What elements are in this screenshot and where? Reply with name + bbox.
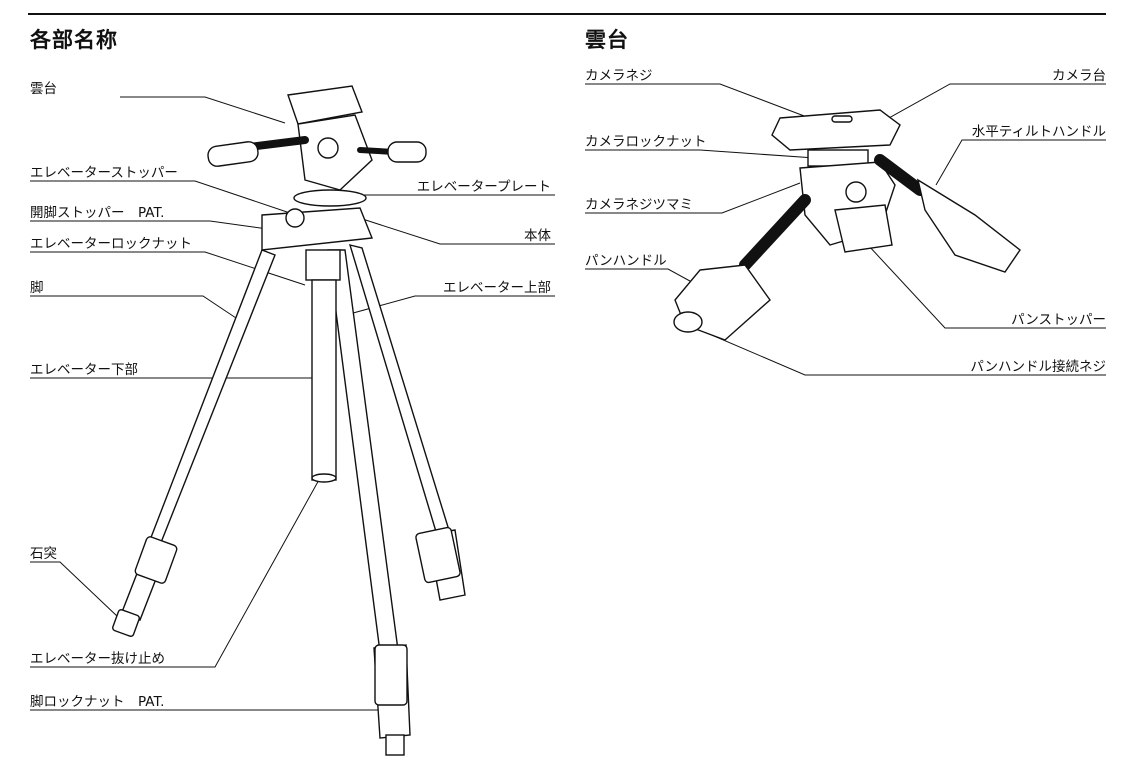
leader-pan-handle-screw [699,329,1106,376]
pan-handle-shaft [739,194,811,271]
elevator-retainer-shape [311,473,337,483]
label-pan-stopper: パンストッパー [1011,312,1106,328]
leader-leg-spread-stopper [30,220,276,231]
label-tilt-handle: 水平ティルトハンドル [971,124,1106,140]
head-pan-handle-grip [207,141,259,167]
leader-camera-screw [585,83,821,123]
leader-elevator-stopper [30,180,291,214]
label-camera-lock-nut: カメラロックナット [585,134,707,150]
tripod-illustration [112,85,466,756]
leader-camera-screw-knob [585,182,801,214]
tripod-foot-left [112,609,140,637]
leg-lock-nut-right [415,526,461,584]
label-body: 本体 [524,228,551,244]
label-camera-screw-knob: カメラネジツマミ [585,197,693,213]
label-pan-handle: パンハンドル [585,253,667,269]
leader-camera-platform [877,83,1106,125]
label-elevator-lock-nut: エレベーターロックナット [30,236,192,252]
label-leg-lock-nut: 脚ロックナット PAT. [30,694,165,710]
camera-screw-knob-shape [845,181,867,203]
pan-head-illustration [673,109,1021,341]
label-camera-platform: カメラ台 [1052,68,1106,84]
elevator-column [311,279,337,481]
leader-leg [30,295,237,319]
label-stone-tip: 石突 [30,546,57,562]
camera-platform-shape [771,109,901,151]
leader-lines [30,83,1106,711]
head-plate [287,85,363,125]
label-elevator-stopper: エレベーターストッパー [30,165,178,181]
head-knob [317,137,339,159]
camera-screw-slot [831,115,853,123]
section-title-parts: 各部名称 [30,28,118,52]
section-title-head: 雲台 [585,28,629,52]
elevator-plate-shape [293,189,367,207]
label-pan-handle-screw: パンハンドル接続ネジ [970,359,1106,375]
label-elevator-plate: エレベータープレート [416,179,551,195]
pan-stopper-shape [834,204,893,253]
elevator-lock-nut-shape [305,249,341,281]
tripod-body [261,207,373,251]
head-tilt-handle-grip [387,141,427,163]
label-elevator-upper: エレベーター上部 [443,280,551,296]
leader-body [346,213,555,245]
leader-pan-stopper [867,244,1106,329]
label-leg-spread-stopper: 開脚ストッパー PAT. [30,205,165,221]
leader-head [120,96,286,124]
leader-stone-tip [30,561,119,618]
leg-lock-nut-front [374,644,408,706]
label-elevator-lower: エレベーター下部 [30,362,138,378]
leader-elevator-retainer [30,477,321,668]
leg-lock-nut-left [134,536,178,584]
label-leg: 脚 [30,280,44,296]
tilt-handle-grip [916,178,1021,273]
leader-elevator-upper [334,295,555,319]
tilt-handle-shaft [874,154,926,196]
label-camera-screw: カメラネジ [585,68,653,84]
label-elevator-retainer: エレベーター抜け止め [30,651,165,667]
tripod-leg-left [149,249,276,546]
pan-handle-end [673,311,703,333]
label-head: 雲台 [30,81,57,97]
top-rule [28,13,1106,15]
leader-elevator-lock-nut [30,251,306,286]
leader-camera-lock-nut [585,149,816,159]
leg-spread-stopper-knob [285,208,305,228]
leader-tilt-handle [935,139,1106,186]
tripod-foot-front [385,734,405,756]
